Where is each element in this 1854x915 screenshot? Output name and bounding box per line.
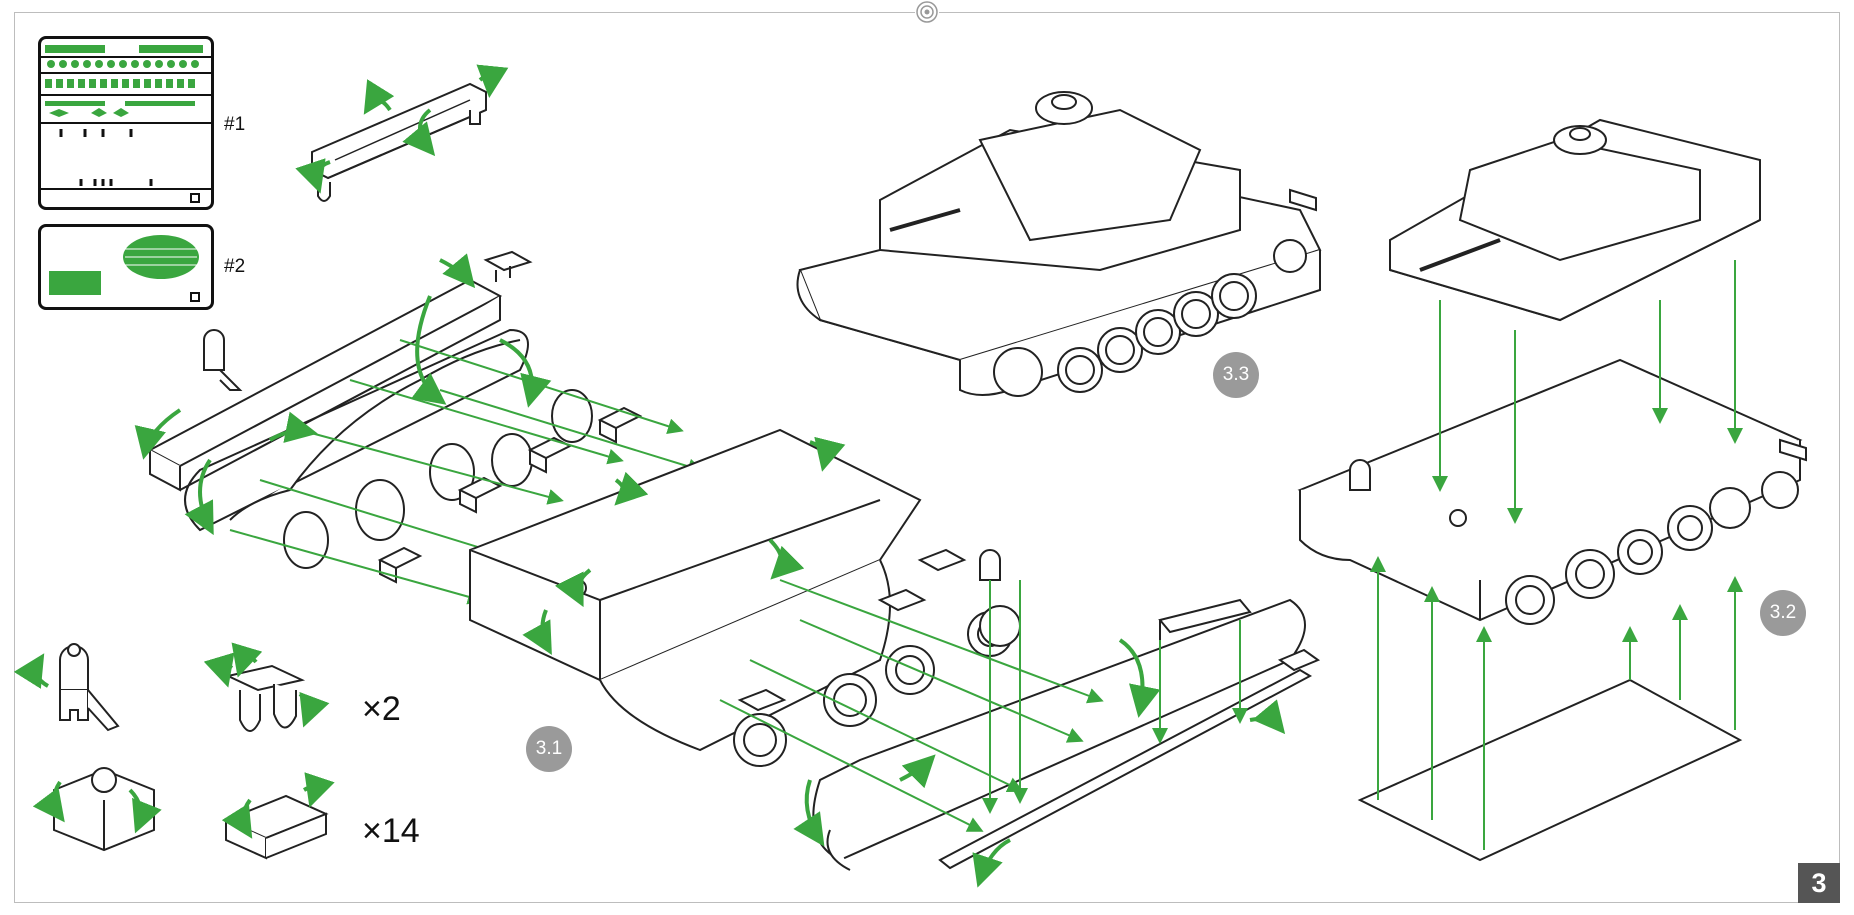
parts-sheet-2-layout	[49, 235, 200, 302]
step-badge-3-3: 3.3	[1213, 352, 1259, 398]
right-track-assembly	[733, 548, 1321, 871]
parts-sheet-2-label: #2	[224, 256, 246, 277]
lower-hull-illustration	[1297, 358, 1807, 625]
parts-sheet-1-label: #1	[224, 114, 246, 135]
quantity-label-x14: ×14	[362, 812, 420, 850]
finished-tank-illustration	[796, 91, 1322, 397]
upper-hull-illustration	[1389, 118, 1761, 322]
gear-emblem-icon	[915, 0, 939, 24]
fender-part	[311, 82, 487, 202]
step-badge-3-2: 3.2	[1760, 590, 1806, 636]
bracket-part	[203, 329, 243, 391]
left-track-assembly	[147, 278, 643, 584]
wheel-hub-legend-part	[223, 794, 329, 860]
parts-sheet-1-layout	[41, 45, 211, 203]
page-number: 3	[1798, 863, 1840, 903]
quantity-label-x2: ×2	[362, 690, 401, 728]
connector-part	[483, 250, 533, 282]
parts-sheet-1	[38, 36, 214, 210]
bracket-legend-part	[59, 643, 120, 732]
connector-legend-part	[224, 664, 306, 732]
parts-sheet-2	[38, 224, 214, 310]
step-badge-3-1: 3.1	[526, 726, 572, 772]
axle-box-legend-part	[53, 767, 155, 852]
base-plate	[1357, 678, 1743, 862]
